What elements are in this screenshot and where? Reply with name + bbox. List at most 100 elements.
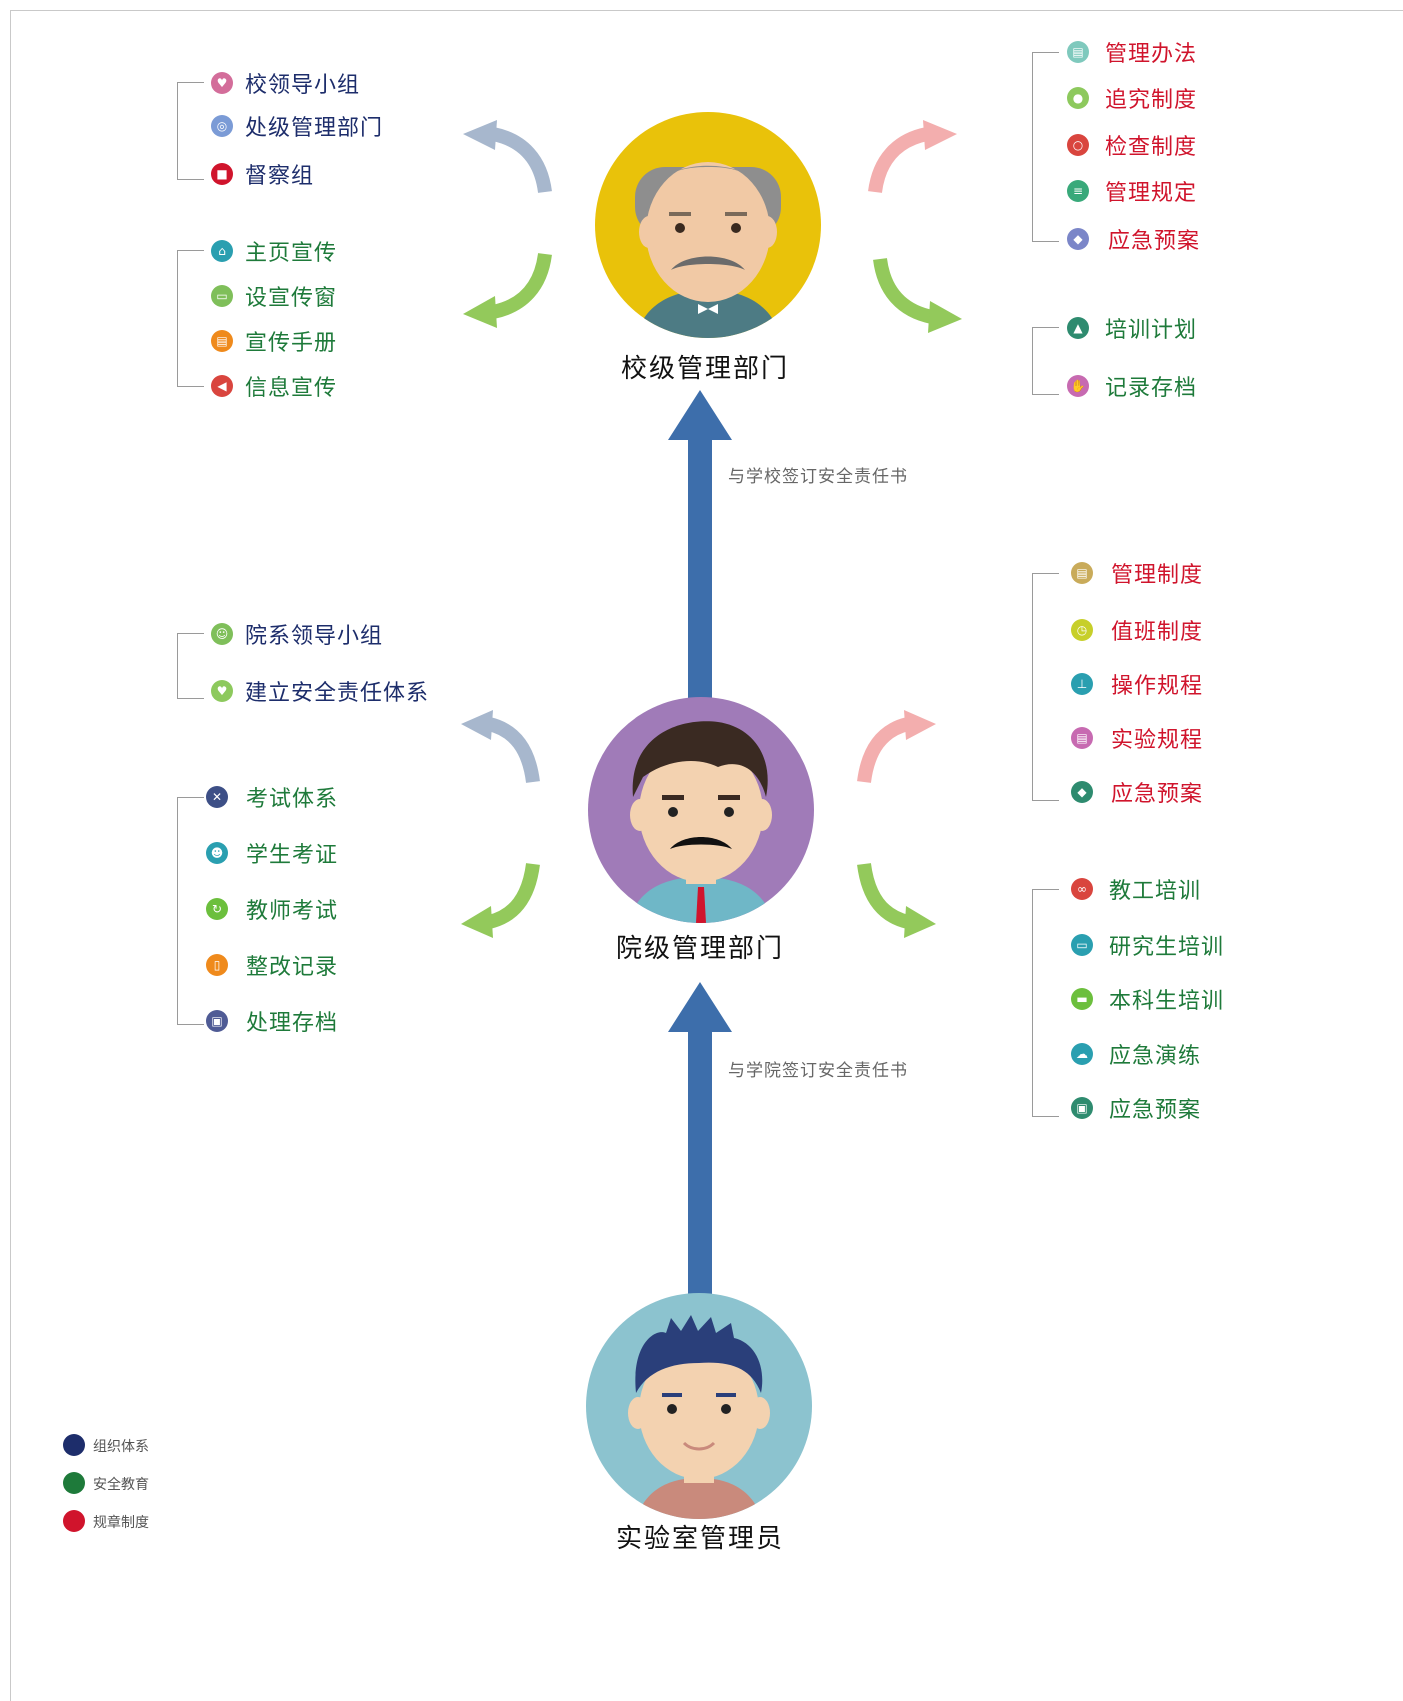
- list-item-safety-responsibility: ♥ 建立安全责任体系: [211, 676, 429, 706]
- bulb-icon: ◆: [1071, 781, 1093, 803]
- item-label: 处理存档: [246, 1011, 339, 1036]
- list-item-emergency-plan: ◆ 应急预案: [1067, 224, 1200, 254]
- bracket-school-org: [177, 82, 204, 180]
- list-item-promo-window: ▭ 设宣传窗: [211, 281, 337, 311]
- megaphone-icon: ◀: [211, 375, 233, 397]
- item-label: 设宣传窗: [245, 286, 338, 311]
- item-label: 研究生培训: [1109, 935, 1225, 960]
- item-label: 考试体系: [246, 787, 339, 812]
- legend-dot-rule: [63, 1510, 85, 1532]
- home-icon: ⌂: [211, 240, 233, 262]
- item-label: 操作规程: [1111, 674, 1204, 699]
- target-icon: ◎: [211, 115, 233, 137]
- bracket-college-rules: [1032, 573, 1059, 801]
- list-item-staff-training: ∞ 教工培训: [1071, 874, 1201, 904]
- college-dept-title: 院级管理部门: [615, 934, 784, 964]
- list-item-teacher-exam: ↻ 教师考试: [206, 894, 338, 924]
- list-item-mgmt-system: ▤ 管理制度: [1071, 558, 1203, 588]
- item-label: 记录存档: [1105, 376, 1198, 401]
- list-item-homepage-promo: ⌂ 主页宣传: [211, 236, 337, 266]
- item-label: 宣传手册: [245, 331, 338, 356]
- bracket-college-org: [177, 633, 204, 699]
- tools-icon: ✕: [206, 786, 228, 808]
- document-icon: ▤: [1071, 562, 1093, 584]
- item-label: 应急预案: [1108, 229, 1201, 254]
- list-item-inspection-system: ○ 检查制度: [1067, 130, 1197, 160]
- list-item-promo-handbook: ▤ 宣传手册: [211, 326, 337, 356]
- up-arrow-lower: [668, 982, 732, 1302]
- list-item-student-cert: ☻ 学生考证: [206, 838, 338, 868]
- legend-label-edu: 安全教育: [93, 1477, 149, 1493]
- book-icon: ▤: [211, 330, 233, 352]
- screen-icon: ▬: [1071, 988, 1093, 1010]
- item-label: 信息宣传: [245, 376, 338, 401]
- presenter-icon: ▲: [1067, 317, 1089, 339]
- curved-arrow-top-left: [463, 120, 552, 194]
- list-item-accountability: ● 追究制度: [1067, 83, 1197, 113]
- lab-manager-avatar: [586, 1293, 812, 1519]
- legend-dot-edu: [63, 1472, 85, 1494]
- curved-arrow-mid-bottom-left: [461, 862, 540, 938]
- bracket-college-edu: [177, 797, 204, 1025]
- search-icon: ○: [1067, 134, 1089, 156]
- list-item-division-dept: ◎ 处级管理部门: [211, 111, 383, 141]
- list-item-inspection-team: ■ 督察组: [211, 159, 314, 189]
- bulb-icon: ◆: [1067, 228, 1089, 250]
- item-label: 本科生培训: [1109, 989, 1225, 1014]
- item-label: 培训计划: [1105, 318, 1198, 343]
- caption-school-agreement: 与学校签订安全责任书: [728, 467, 908, 487]
- list-icon: ≡: [1067, 180, 1089, 202]
- item-label: 实验规程: [1111, 728, 1204, 753]
- student-icon: ☻: [206, 842, 228, 864]
- item-label: 建立安全责任体系: [245, 681, 430, 706]
- lab-icon: ⊥: [1071, 673, 1093, 695]
- list-item-operation-rules: ⊥ 操作规程: [1071, 669, 1203, 699]
- curved-arrow-bottom-left: [463, 252, 552, 328]
- list-item-exam-system: ✕ 考试体系: [206, 782, 338, 812]
- item-label: 主页宣传: [245, 241, 338, 266]
- list-item-undergrad-training: ▬ 本科生培训: [1071, 984, 1224, 1014]
- list-item-school-leadership: ♥ 校领导小组: [211, 68, 360, 98]
- bracket-school-training: [1032, 327, 1059, 395]
- legend-label-org: 组织体系: [93, 1439, 149, 1455]
- item-label: 检查制度: [1105, 135, 1198, 160]
- infinity-icon: ∞: [1071, 878, 1093, 900]
- page-frame: [10, 10, 1403, 1701]
- bracket-school-rules: [1032, 52, 1059, 242]
- curved-arrow-bottom-right: [873, 257, 962, 333]
- list-item-record-archive: ✋ 记录存档: [1067, 371, 1197, 401]
- document-icon: ▤: [1067, 41, 1089, 63]
- lab-manager-title: 实验室管理员: [615, 1524, 784, 1554]
- list-item-college-emergency-plan: ◆ 应急预案: [1071, 777, 1203, 807]
- list-item-info-promo: ◀ 信息宣传: [211, 371, 337, 401]
- list-item-experiment-rules: ▤ 实验规程: [1071, 723, 1203, 753]
- item-label: 应急预案: [1109, 1098, 1202, 1123]
- recycle-icon: ↻: [206, 898, 228, 920]
- item-label: 教工培训: [1109, 879, 1202, 904]
- item-label: 学生考证: [246, 843, 339, 868]
- legend-dot-org: [63, 1434, 85, 1456]
- item-label: 应急预案: [1111, 782, 1204, 807]
- item-label: 教师考试: [246, 899, 339, 924]
- list-item-rectification: ▯ 整改记录: [206, 950, 338, 980]
- list-item-graduate-training: ▭ 研究生培训: [1071, 930, 1224, 960]
- item-label: 督察组: [245, 164, 315, 189]
- legend-label-rule: 规章制度: [93, 1515, 149, 1531]
- list-item-duty-system: ◷ 值班制度: [1071, 615, 1203, 645]
- caption-college-agreement: 与学院签订安全责任书: [728, 1061, 908, 1081]
- item-label: 值班制度: [1111, 620, 1204, 645]
- list-item-handling-archive: ▣ 处理存档: [206, 1006, 338, 1036]
- item-label: 应急演练: [1109, 1044, 1202, 1069]
- list-item-emergency-drill: ☁ 应急演练: [1071, 1039, 1201, 1069]
- team-icon: ☺: [211, 623, 233, 645]
- up-arrow-upper: [668, 390, 732, 700]
- briefcase-icon: ▣: [1071, 1097, 1093, 1119]
- location-pin-icon: ●: [1067, 87, 1089, 109]
- clock-icon: ◷: [1071, 619, 1093, 641]
- item-label: 追究制度: [1105, 88, 1198, 113]
- curved-arrow-mid-top-right: [857, 710, 936, 784]
- item-label: 院系领导小组: [245, 624, 384, 649]
- item-label: 管理制度: [1111, 563, 1204, 588]
- group-icon: ♥: [211, 72, 233, 94]
- bracket-college-training: [1032, 889, 1059, 1117]
